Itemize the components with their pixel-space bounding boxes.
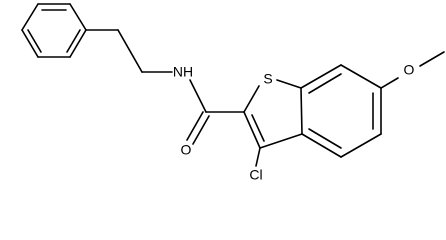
phenyl-ring [21, 3, 87, 58]
methoxy-ch3-bond [419, 51, 445, 67]
ethyl-bond [117, 29, 143, 73]
ring-fusion-bond [300, 87, 303, 135]
carbonyl-double-bond [192, 115, 210, 145]
amide-n-c-bond [189, 79, 207, 113]
chlorine-atom-label: Cl [249, 167, 262, 183]
carbonyl-double-bond [186, 111, 204, 141]
methoxy-oxygen-label: O [404, 62, 415, 78]
benzo-bond [300, 64, 342, 89]
phenyl-double-bond [27, 29, 42, 53]
ring-bond-c3-c3a [259, 133, 303, 149]
phenyl-bond [69, 3, 87, 31]
phenyl-bond [69, 29, 87, 58]
methoxy-o-bond [380, 77, 399, 89]
thiophene-ring [243, 79, 303, 149]
phenyl-bond [21, 29, 39, 58]
ring-bond-s-c7a [276, 79, 302, 89]
benzo-bond [301, 133, 342, 158]
molecule-structure-diagram: S NH O Cl O [21, 3, 445, 183]
benzo-bond [340, 133, 382, 158]
ring-bond-c2-s [243, 85, 260, 113]
benzo-double-bond [308, 73, 342, 94]
carbonyl-oxygen-label: O [181, 142, 192, 158]
amide-nitrogen-label: NH [173, 64, 193, 80]
phenyl-double-bond [66, 29, 81, 53]
benzo-ring [300, 64, 382, 158]
benzo-bond [340, 64, 382, 89]
ring-double-bond-c2-c3 [251, 114, 265, 142]
sulfur-atom-label: S [263, 71, 272, 87]
benzo-double-bond [308, 128, 342, 149]
ring-bond-c2-c3 [243, 111, 261, 149]
chloro-bond [255, 147, 261, 167]
phenyl-bond [21, 3, 39, 31]
